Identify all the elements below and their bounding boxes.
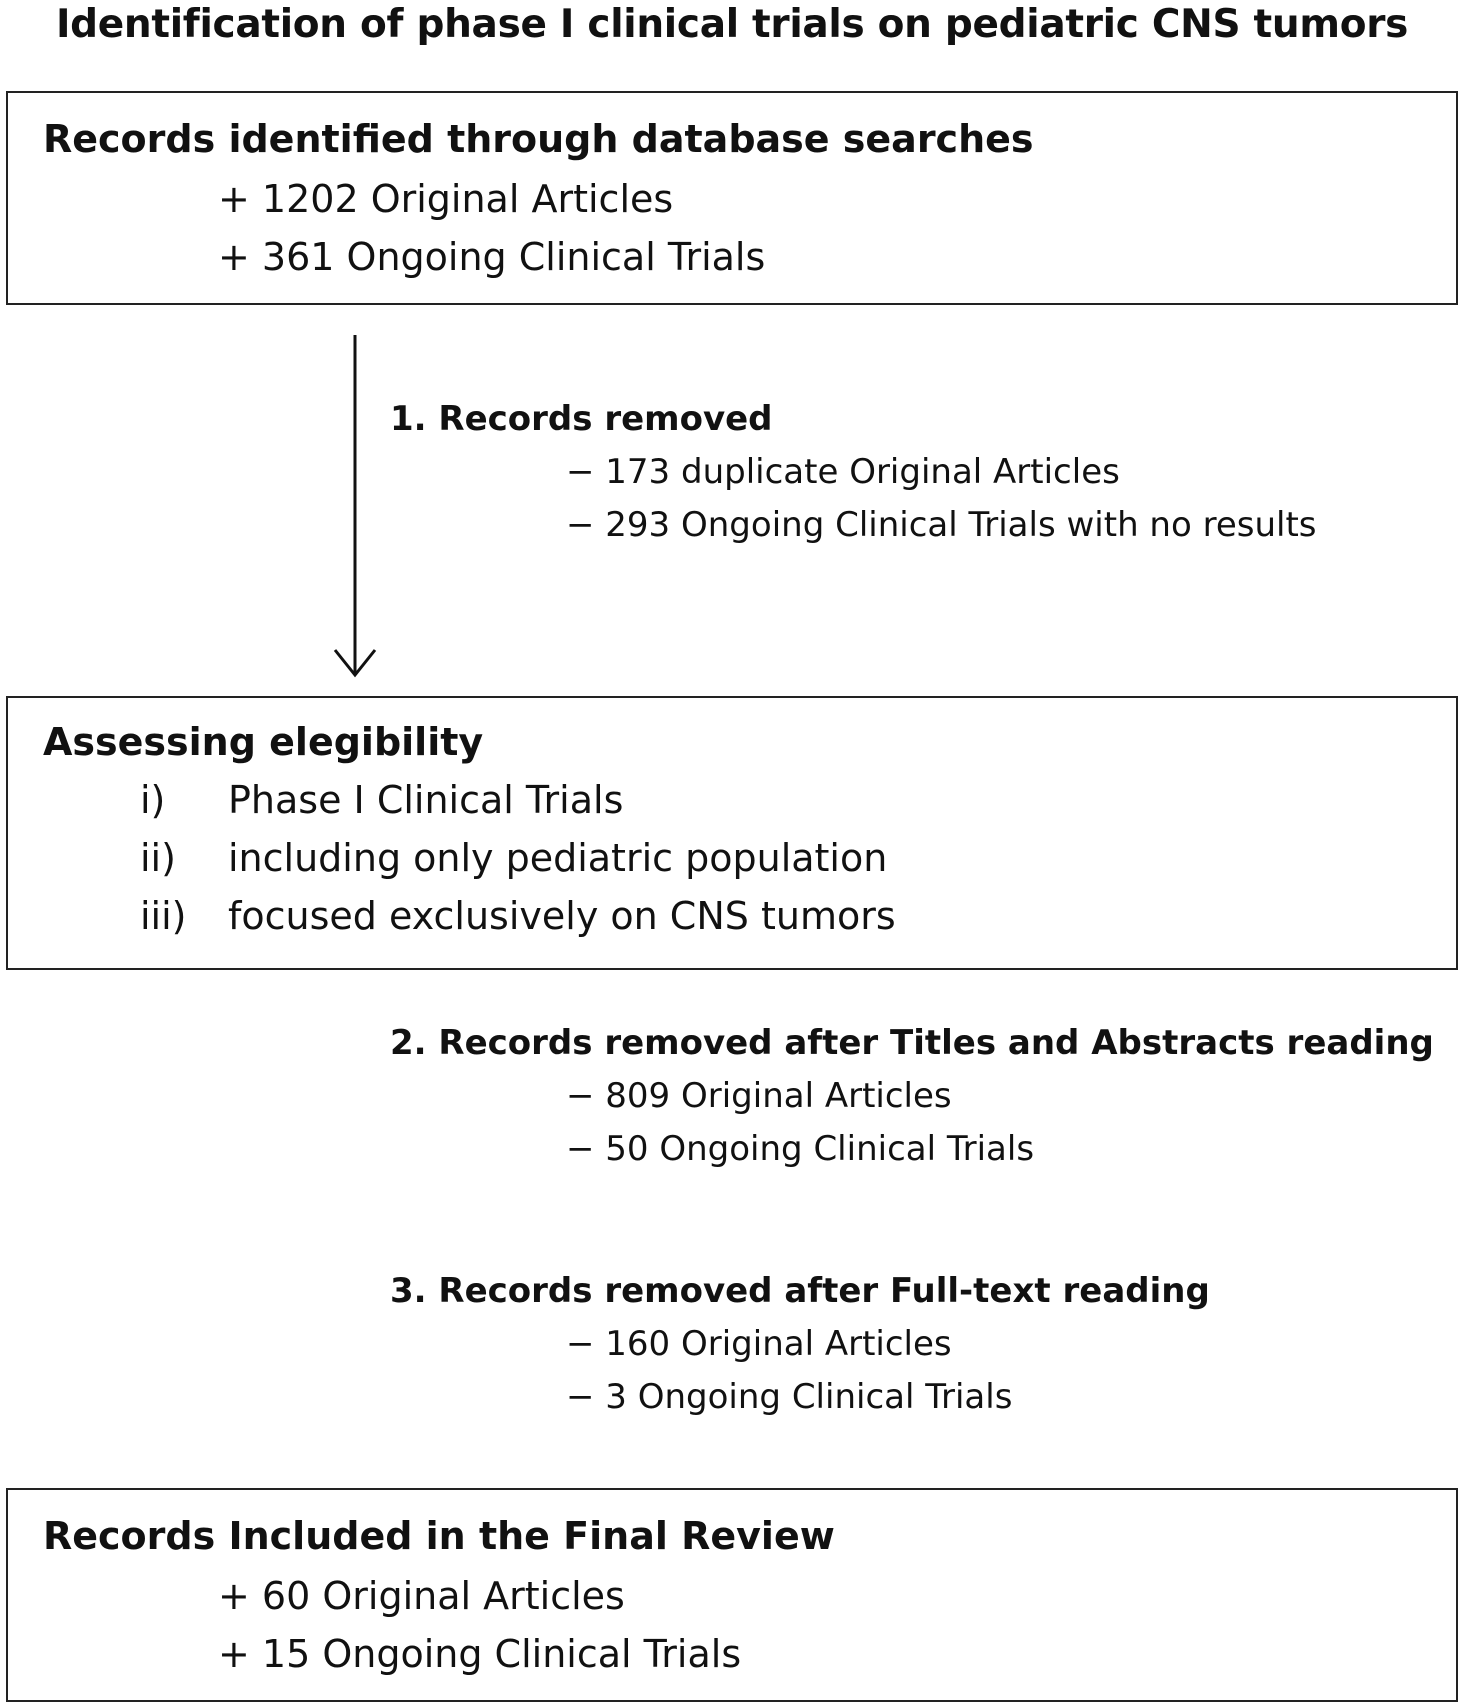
- included-original-articles: + 60 Original Articles: [218, 1574, 625, 1618]
- identified-original-articles: + 1202 Original Articles: [218, 177, 674, 221]
- flow-arrow-head: [333, 649, 377, 678]
- final-review-heading: Records Included in the Final Review: [43, 1514, 835, 1558]
- criterion-text: including only pediatric population: [228, 836, 888, 880]
- eligibility-box: Assessing elegibility i) Phase I Clinica…: [6, 696, 1458, 970]
- step2-item-articles: − 809 Original Articles: [566, 1076, 952, 1116]
- step1-item-duplicates: − 173 duplicate Original Articles: [566, 452, 1120, 492]
- criterion-number: i): [140, 778, 166, 822]
- flow-arrow: [333, 335, 377, 678]
- step3-heading: 3. Records removed after Full-text readi…: [390, 1271, 1210, 1311]
- final-review-box: Records Included in the Final Review + 6…: [6, 1488, 1458, 1702]
- step3-item-articles: − 160 Original Articles: [566, 1324, 952, 1364]
- step3-item-trials: − 3 Ongoing Clinical Trials: [566, 1377, 1013, 1417]
- eligibility-heading: Assessing elegibility: [43, 720, 484, 764]
- identified-ongoing-trials: + 361 Ongoing Clinical Trials: [218, 235, 766, 279]
- step2-heading: 2. Records removed after Titles and Abst…: [390, 1023, 1434, 1063]
- included-ongoing-trials: + 15 Ongoing Clinical Trials: [218, 1632, 742, 1676]
- step1-heading: 1. Records removed: [390, 399, 773, 439]
- diagram-title: Identification of phase I clinical trial…: [55, 2, 1409, 47]
- criterion-text: Phase I Clinical Trials: [228, 778, 624, 822]
- identification-heading: Records identified through database sear…: [43, 117, 1034, 161]
- criterion-number: iii): [140, 894, 187, 938]
- identification-box: Records identified through database sear…: [6, 91, 1458, 305]
- step1-item-no-results: − 293 Ongoing Clinical Trials with no re…: [566, 505, 1317, 545]
- criterion-number: ii): [140, 836, 176, 880]
- step2-item-trials: − 50 Ongoing Clinical Trials: [566, 1129, 1035, 1169]
- criterion-text: focused exclusively on CNS tumors: [228, 894, 896, 938]
